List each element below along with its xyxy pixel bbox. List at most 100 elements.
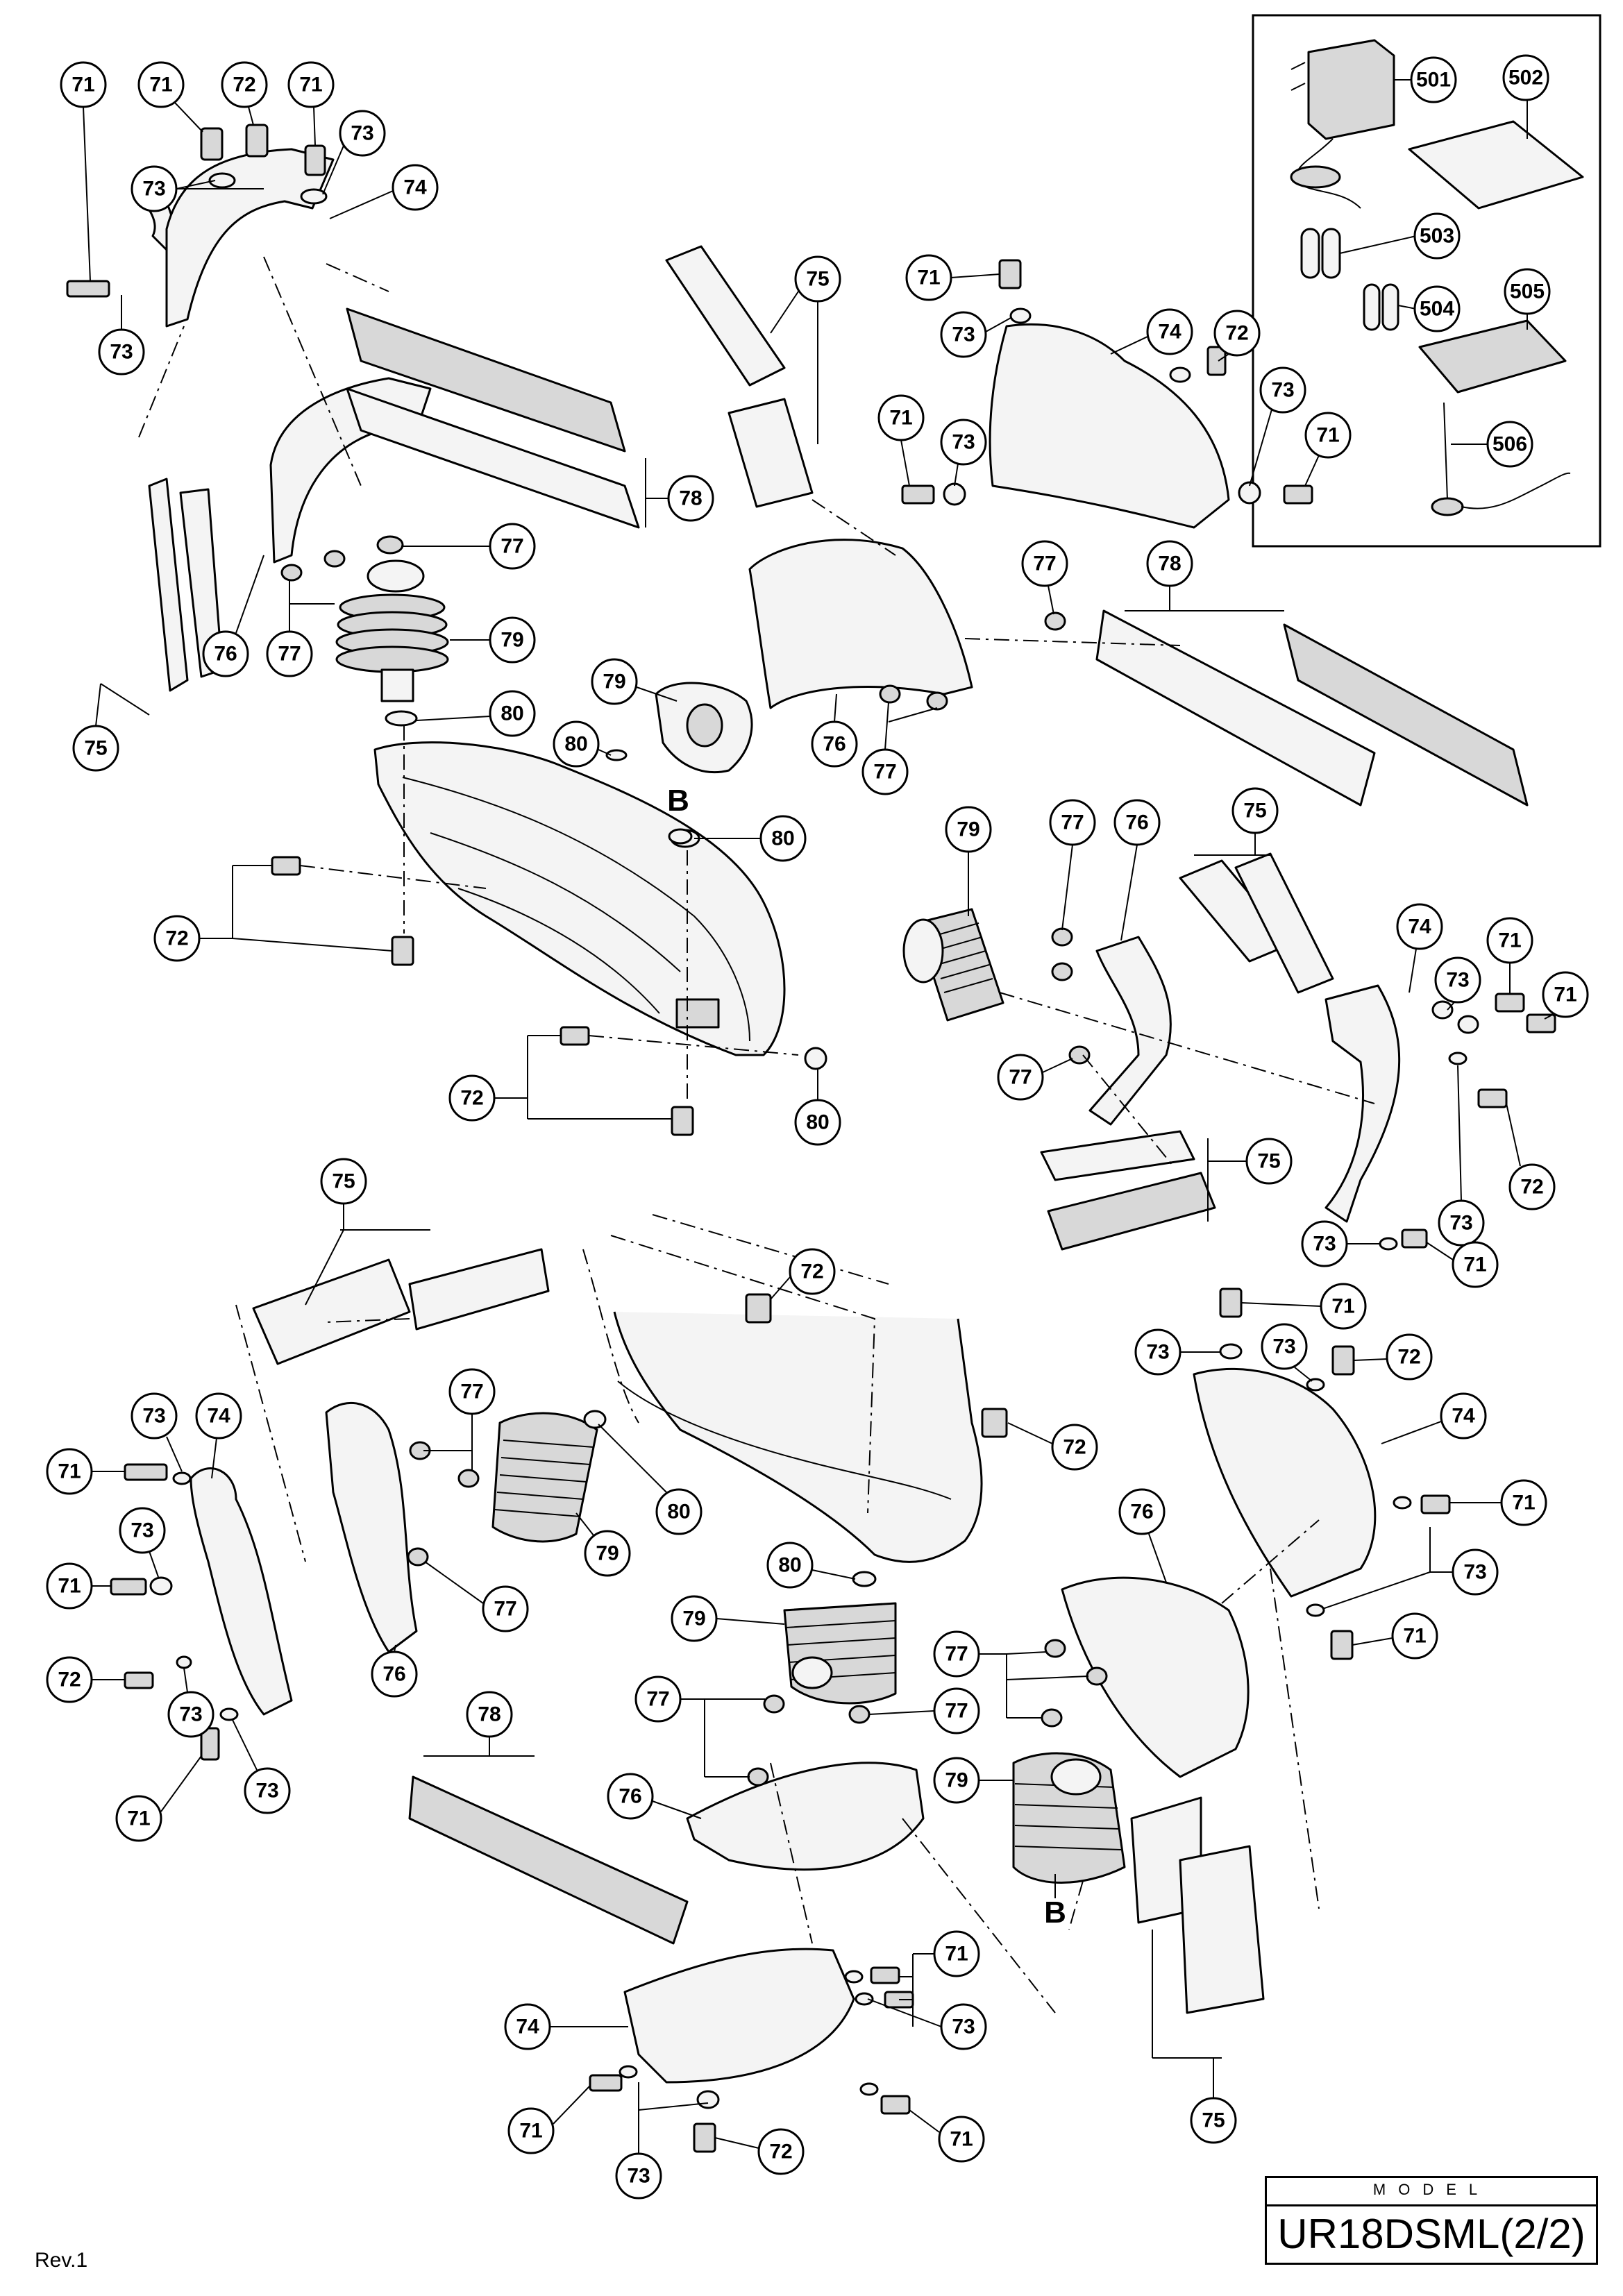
svg-text:80: 80 bbox=[501, 702, 523, 725]
callout-72: 72 bbox=[153, 915, 201, 962]
callout-73: 73 bbox=[1134, 1328, 1181, 1376]
svg-text:75: 75 bbox=[1257, 1150, 1280, 1173]
callout-73: 73 bbox=[167, 1691, 215, 1738]
svg-text:71: 71 bbox=[58, 1460, 81, 1483]
svg-text:72: 72 bbox=[460, 1087, 483, 1110]
callout-78: 78 bbox=[667, 475, 714, 522]
svg-text:78: 78 bbox=[478, 1703, 501, 1726]
callout-72: 72 bbox=[221, 61, 268, 108]
callout-73: 73 bbox=[940, 2003, 987, 2050]
svg-text:74: 74 bbox=[1158, 321, 1181, 344]
grip-pad-part bbox=[665, 245, 786, 387]
base-bracket-lower bbox=[623, 1948, 855, 2084]
callout-75: 75 bbox=[1231, 787, 1279, 834]
callout-78: 78 bbox=[466, 1691, 513, 1738]
svg-text:76: 76 bbox=[823, 733, 846, 756]
svg-text:77: 77 bbox=[1033, 552, 1056, 575]
callout-76: 76 bbox=[1118, 1488, 1166, 1535]
callout-80: 80 bbox=[489, 690, 536, 737]
svg-text:73: 73 bbox=[952, 431, 975, 454]
callout-80: 80 bbox=[655, 1488, 703, 1535]
svg-text:72: 72 bbox=[1397, 1346, 1420, 1369]
callout-73: 73 bbox=[98, 328, 145, 375]
svg-text:72: 72 bbox=[1063, 1436, 1086, 1459]
svg-text:71: 71 bbox=[58, 1575, 81, 1598]
svg-text:71: 71 bbox=[950, 2128, 973, 2151]
svg-text:80: 80 bbox=[771, 827, 794, 850]
callout-503: 503 bbox=[1413, 212, 1461, 260]
callout-73: 73 bbox=[615, 2152, 662, 2200]
svg-text:71: 71 bbox=[127, 1807, 150, 1830]
callout-74: 74 bbox=[392, 164, 439, 211]
callout-72: 72 bbox=[46, 1656, 93, 1703]
callout-71: 71 bbox=[1304, 412, 1352, 459]
callout-71: 71 bbox=[1320, 1283, 1367, 1330]
callout-502: 502 bbox=[1502, 54, 1549, 101]
callout-73: 73 bbox=[131, 165, 178, 212]
bellows-boot-part bbox=[335, 559, 449, 702]
callout-72: 72 bbox=[757, 2128, 805, 2175]
svg-text:74: 74 bbox=[403, 176, 427, 199]
callout-71: 71 bbox=[1542, 971, 1589, 1018]
svg-text:78: 78 bbox=[679, 487, 702, 510]
callout-71: 71 bbox=[46, 1448, 93, 1495]
svg-text:73: 73 bbox=[1272, 1335, 1295, 1358]
svg-text:79: 79 bbox=[957, 818, 979, 841]
svg-text:71: 71 bbox=[1403, 1625, 1426, 1648]
bellows-boot-middle bbox=[902, 908, 1004, 1022]
svg-text:72: 72 bbox=[800, 1260, 823, 1283]
callout-77: 77 bbox=[933, 1630, 980, 1678]
lower-right-assembly bbox=[1041, 1288, 1451, 2014]
svg-text:506: 506 bbox=[1492, 433, 1527, 456]
svg-text:73: 73 bbox=[142, 178, 165, 201]
svg-text:78: 78 bbox=[1158, 552, 1181, 575]
svg-text:71: 71 bbox=[1554, 984, 1576, 1006]
svg-text:76: 76 bbox=[382, 1663, 405, 1686]
revision-label: Rev.1 bbox=[35, 2249, 88, 2272]
section-marker-lower: B bbox=[1044, 1896, 1066, 1930]
callout-71: 71 bbox=[933, 1930, 980, 1977]
callout-72: 72 bbox=[1213, 310, 1261, 357]
callout-73: 73 bbox=[1261, 1323, 1308, 1370]
svg-text:77: 77 bbox=[945, 1700, 968, 1723]
callout-80: 80 bbox=[794, 1099, 841, 1146]
callout-76: 76 bbox=[607, 1773, 654, 1820]
callout-77: 77 bbox=[933, 1687, 980, 1734]
bellows-boot-lower-right bbox=[1012, 1752, 1126, 1884]
svg-text:73: 73 bbox=[110, 341, 133, 364]
handle-bracket-middle bbox=[1088, 936, 1172, 1126]
svg-text:75: 75 bbox=[1202, 2109, 1225, 2132]
svg-text:77: 77 bbox=[1061, 811, 1084, 834]
model-name: UR18DSML(2/2) bbox=[1277, 2211, 1586, 2257]
svg-text:73: 73 bbox=[1271, 379, 1294, 402]
model-divider bbox=[1267, 2204, 1596, 2206]
lower-housing-part bbox=[582, 1214, 1008, 1587]
svg-text:74: 74 bbox=[1452, 1405, 1475, 1428]
callout-73: 73 bbox=[940, 311, 987, 358]
callout-73: 73 bbox=[339, 110, 386, 157]
svg-text:72: 72 bbox=[58, 1669, 81, 1691]
callout-73: 73 bbox=[119, 1507, 166, 1554]
upper-left-assembly bbox=[66, 124, 640, 702]
callout-75: 75 bbox=[72, 725, 119, 772]
callout-74: 74 bbox=[504, 2003, 551, 2050]
svg-text:71: 71 bbox=[945, 1943, 968, 1966]
callout-71: 71 bbox=[1486, 917, 1533, 964]
callout-72: 72 bbox=[1508, 1163, 1556, 1210]
svg-text:79: 79 bbox=[682, 1607, 705, 1630]
svg-text:79: 79 bbox=[945, 1769, 968, 1792]
callout-79: 79 bbox=[933, 1757, 980, 1804]
svg-text:71: 71 bbox=[917, 267, 940, 289]
svg-text:73: 73 bbox=[142, 1405, 165, 1428]
callout-72: 72 bbox=[1386, 1333, 1433, 1381]
svg-text:74: 74 bbox=[516, 2016, 539, 2038]
callout-71: 71 bbox=[877, 394, 925, 441]
callout-71: 71 bbox=[287, 61, 335, 108]
svg-text:73: 73 bbox=[179, 1703, 202, 1726]
svg-text:77: 77 bbox=[945, 1643, 968, 1666]
callout-76: 76 bbox=[202, 630, 249, 677]
svg-text:76: 76 bbox=[1130, 1501, 1153, 1523]
svg-text:73: 73 bbox=[952, 323, 975, 346]
svg-text:73: 73 bbox=[1313, 1233, 1336, 1256]
side-strip-part bbox=[148, 478, 189, 692]
